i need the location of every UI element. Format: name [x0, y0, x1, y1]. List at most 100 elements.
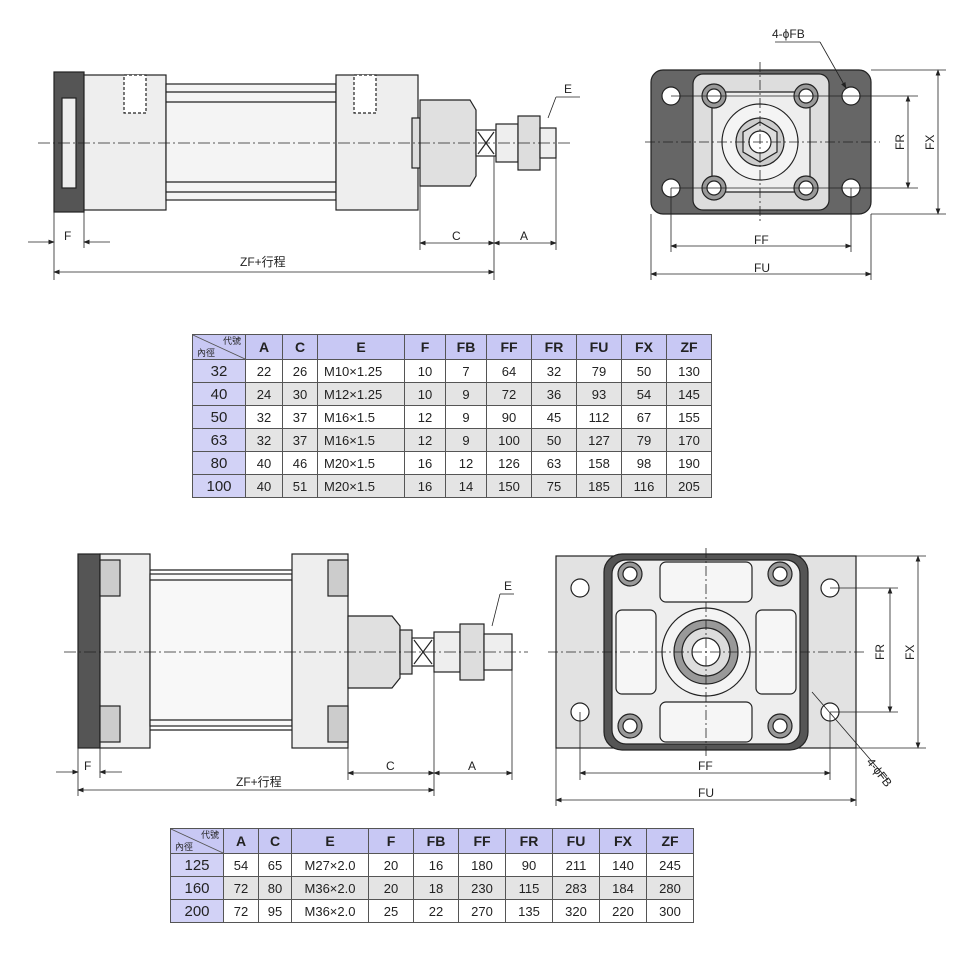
table-cell: 220 — [599, 899, 647, 923]
header-cell: FR — [531, 334, 577, 360]
table-cell: 12 — [404, 405, 446, 429]
header-cell: F — [368, 828, 414, 854]
bottom-label-fu: FU — [698, 786, 714, 800]
table-cell: 130 — [666, 359, 712, 383]
top-label-fx: FX — [923, 135, 937, 150]
table-cell: 280 — [646, 876, 694, 900]
table-header-row: 代號 內徑 A C E F FB FF FR FU FX ZF — [170, 828, 694, 854]
table-cell: 18 — [413, 876, 459, 900]
table-header-row: 代號 內徑 A C E F FB FF FR FU FX ZF — [192, 334, 712, 360]
table-cell: 30 — [282, 382, 318, 406]
table-cell: 54 — [621, 382, 667, 406]
dimension-table-top: 代號 內徑 A C E F FB FF FR FU FX ZF 32 22 26… — [192, 334, 712, 498]
table-cell: 127 — [576, 428, 622, 452]
table-cell: 170 — [666, 428, 712, 452]
table-cell: 50 — [621, 359, 667, 383]
table-cell: 72 — [223, 876, 259, 900]
table-cell: 93 — [576, 382, 622, 406]
header-cell: C — [258, 828, 292, 854]
top-label-f: F — [64, 229, 71, 243]
table-cell: M16×1.5 — [317, 428, 405, 452]
top-label-ff: FF — [754, 233, 769, 247]
dimension-table-bottom: 代號 內徑 A C E F FB FF FR FU FX ZF 125 54 6… — [170, 828, 694, 923]
table-row: 200 72 95 M36×2.0 25 22 270 135 320 220 … — [170, 899, 694, 923]
table-cell: 7 — [445, 359, 487, 383]
header-cell: FF — [486, 334, 532, 360]
bottom-tube — [149, 573, 293, 727]
table-cell: 20 — [368, 853, 414, 877]
table-cell: 32 — [531, 359, 577, 383]
header-cell: ZF — [666, 334, 712, 360]
table-cell: 158 — [576, 451, 622, 475]
table-cell: 245 — [646, 853, 694, 877]
header-cell: C — [282, 334, 318, 360]
table-cell: 65 — [258, 853, 292, 877]
top-label-e: E — [564, 82, 572, 96]
table-cell: 155 — [666, 405, 712, 429]
table-cell: 63 — [531, 451, 577, 475]
table-cell: 283 — [552, 876, 600, 900]
table-cell: M20×1.5 — [317, 474, 405, 498]
bore-cell: 80 — [192, 451, 246, 475]
table-cell: 140 — [599, 853, 647, 877]
table-cell: 98 — [621, 451, 667, 475]
bore-cell: 50 — [192, 405, 246, 429]
corner-label-bore: 內徑 — [175, 842, 194, 852]
table-cell: 36 — [531, 382, 577, 406]
table-cell: 22 — [413, 899, 459, 923]
table-cell: 230 — [458, 876, 506, 900]
bore-cell: 100 — [192, 474, 246, 498]
table-cell: 10 — [404, 359, 446, 383]
header-cell: E — [291, 828, 369, 854]
bore-cell: 63 — [192, 428, 246, 452]
bottom-side-view — [77, 553, 513, 749]
table-cell: 50 — [531, 428, 577, 452]
table-cell: 79 — [621, 428, 667, 452]
table-cell: 40 — [245, 451, 283, 475]
table-cell: 145 — [666, 382, 712, 406]
table-cell: 80 — [258, 876, 292, 900]
header-cell: A — [245, 334, 283, 360]
header-cell: A — [223, 828, 259, 854]
table-cell: 20 — [368, 876, 414, 900]
bottom-label-fr: FR — [873, 644, 887, 660]
table-cell: 12 — [445, 451, 487, 475]
top-side-view — [53, 71, 557, 213]
table-row: 32 22 26 M10×1.25 10 7 64 32 79 50 130 — [192, 359, 712, 383]
table-cell: 270 — [458, 899, 506, 923]
bottom-label-f: F — [84, 759, 91, 773]
header-cell: FB — [413, 828, 459, 854]
top-label-fu: FU — [754, 261, 770, 275]
top-label-c: C — [452, 229, 461, 243]
table-cell: M20×1.5 — [317, 451, 405, 475]
table-cell: 46 — [282, 451, 318, 475]
table-cell: 72 — [223, 899, 259, 923]
bottom-label-zf: ZF+行程 — [236, 774, 282, 789]
table-cell: 12 — [404, 428, 446, 452]
table-cell: 180 — [458, 853, 506, 877]
table-row: 40 24 30 M12×1.25 10 9 72 36 93 54 145 — [192, 382, 712, 406]
bore-cell: 200 — [170, 899, 224, 923]
table-cell: 32 — [245, 428, 283, 452]
table-cell: 185 — [576, 474, 622, 498]
bottom-label-fb: 4-ϕFB — [864, 755, 895, 789]
table-cell: 16 — [413, 853, 459, 877]
table-cell: M36×2.0 — [291, 876, 369, 900]
table-cell: 14 — [445, 474, 487, 498]
table-cell: 300 — [646, 899, 694, 923]
bottom-flange — [77, 553, 101, 749]
table-cell: 9 — [445, 405, 487, 429]
top-label-a: A — [520, 229, 528, 243]
table-cell: 150 — [486, 474, 532, 498]
top-label-fb: 4-ϕFB — [772, 27, 805, 41]
table-corner-cell: 代號 內徑 — [192, 334, 246, 360]
table-cell: 9 — [445, 382, 487, 406]
table-row: 63 32 37 M16×1.5 12 9 100 50 127 79 170 — [192, 428, 712, 452]
bottom-label-ff: FF — [698, 759, 713, 773]
table-cell: 54 — [223, 853, 259, 877]
corner-label-code: 代號 — [222, 336, 241, 346]
top-label-zf: ZF+行程 — [240, 254, 286, 269]
table-cell: 75 — [531, 474, 577, 498]
table-cell: 100 — [486, 428, 532, 452]
